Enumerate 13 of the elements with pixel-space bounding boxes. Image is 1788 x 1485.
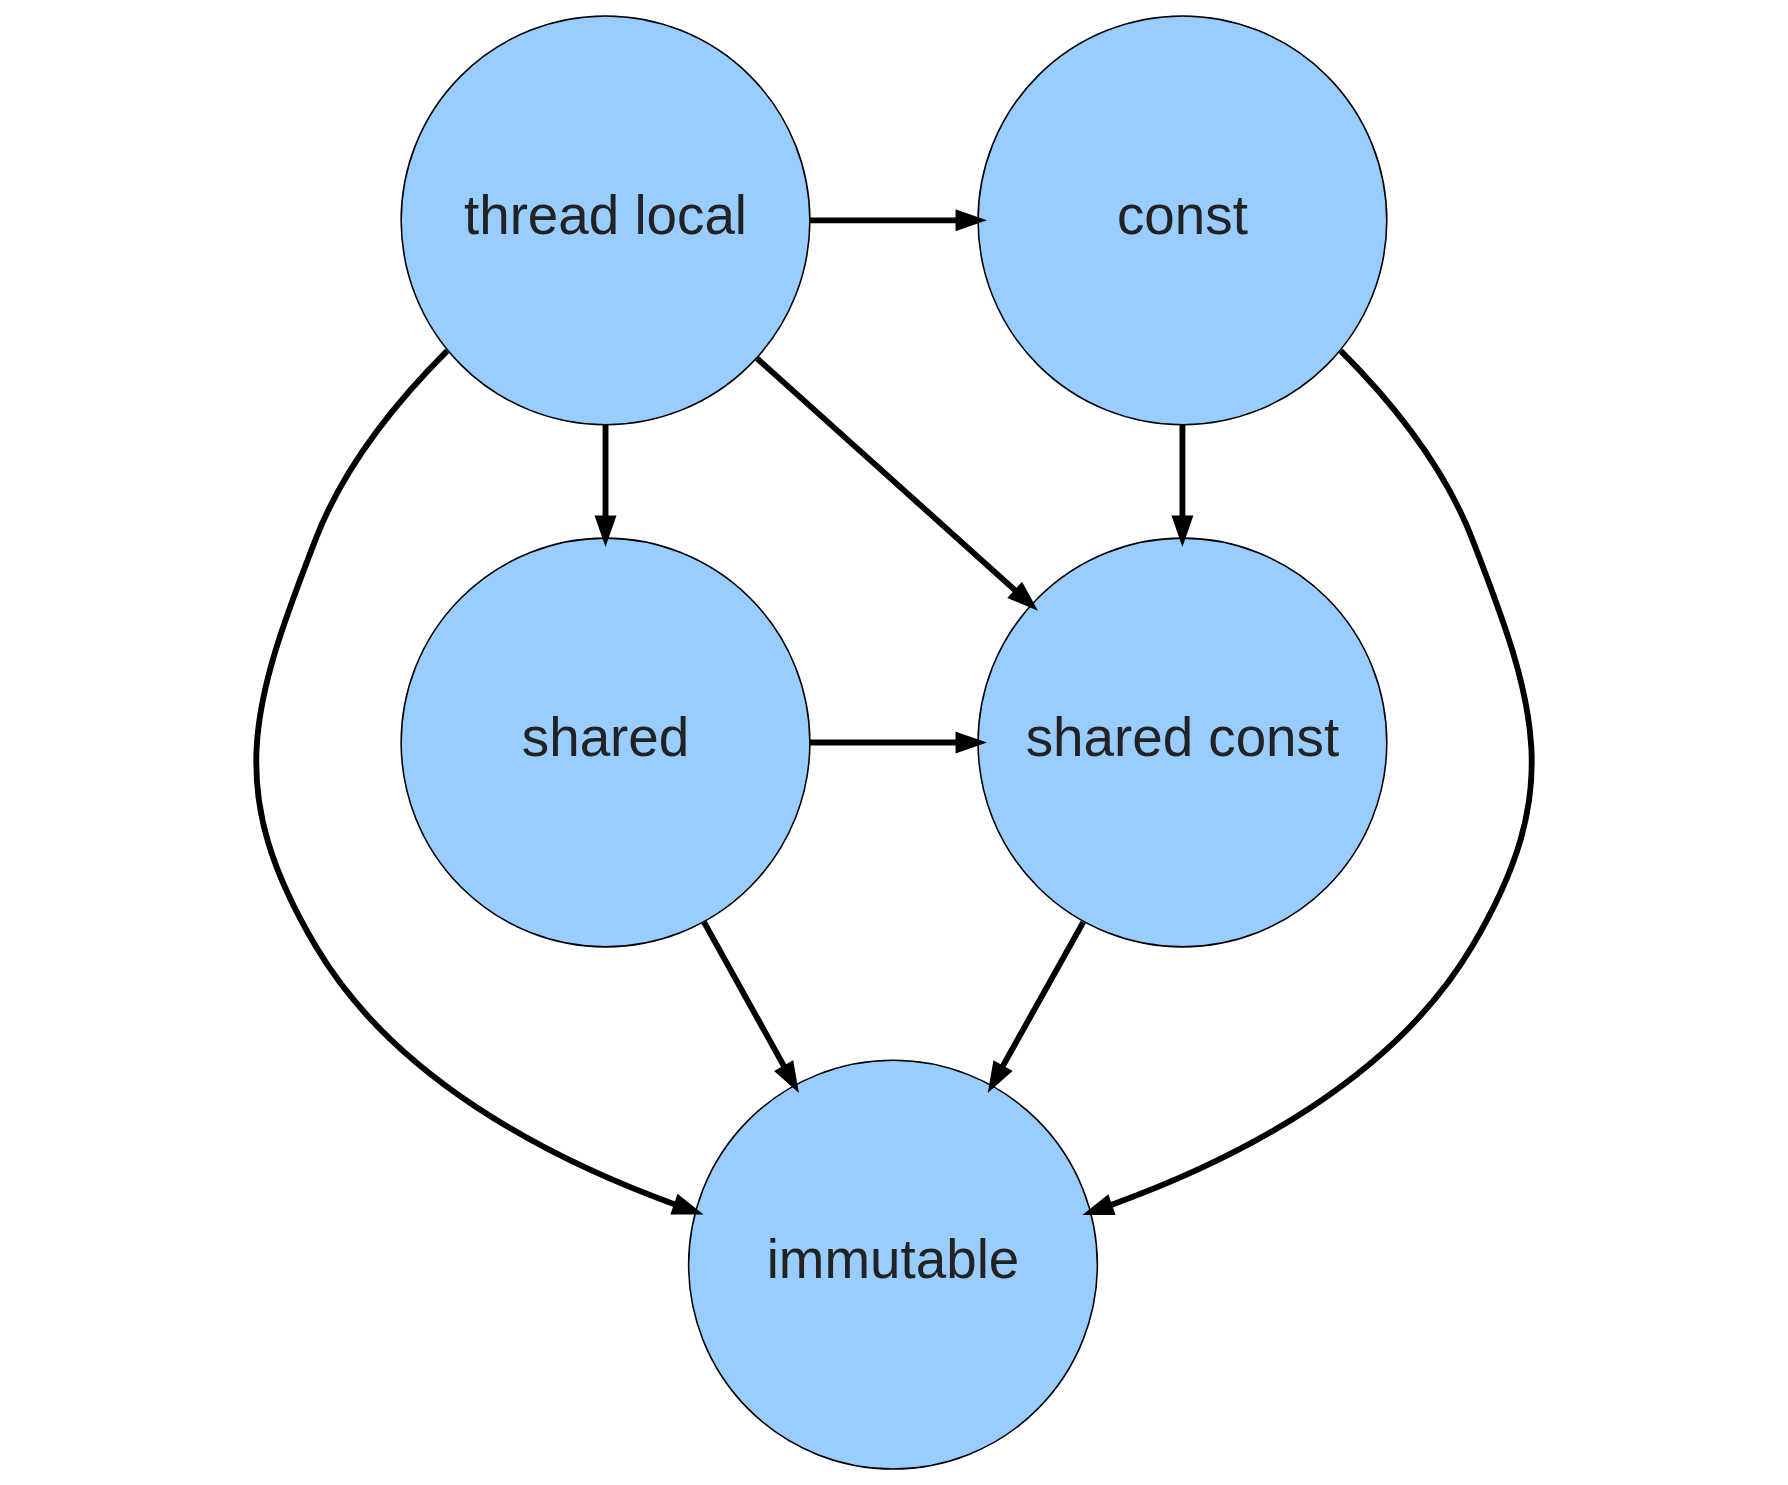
node-circle: shared const	[977, 537, 1388, 948]
node-circle: shared	[400, 537, 811, 948]
arrow	[594, 424, 617, 547]
node-circle: thread local	[400, 15, 811, 426]
arrow	[1082, 348, 1535, 1215]
arrow	[755, 356, 1038, 611]
arrow	[253, 348, 704, 1215]
node-circle: const	[977, 15, 1388, 426]
arrow	[810, 731, 987, 754]
arrow	[810, 209, 987, 232]
arrow	[701, 920, 799, 1094]
arrow	[1171, 424, 1194, 547]
arrow	[987, 920, 1086, 1094]
